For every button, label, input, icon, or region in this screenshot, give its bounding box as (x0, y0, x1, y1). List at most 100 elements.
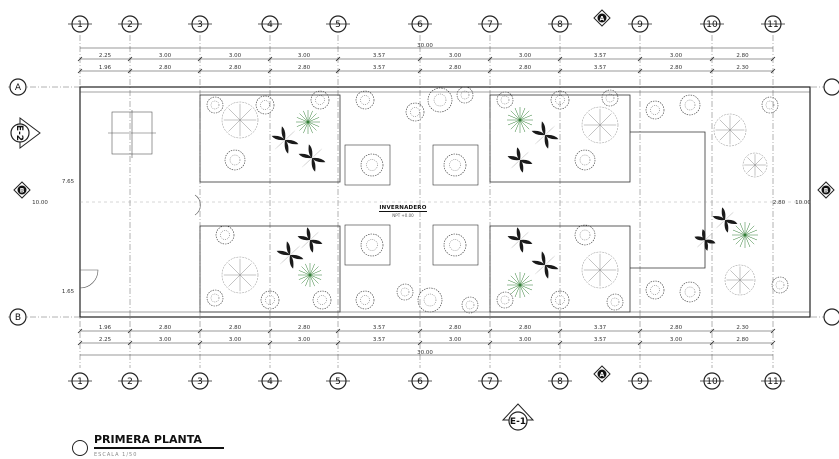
palm-leaf (310, 231, 320, 240)
shrub-core (650, 105, 660, 115)
shrub-core (684, 286, 696, 298)
plant-symbol (443, 233, 467, 257)
palm-leaf (721, 207, 726, 220)
shrub-outline (456, 86, 474, 104)
shrub-stroke (519, 284, 530, 295)
tree-canopy (724, 264, 756, 296)
palm-leaf (312, 148, 323, 158)
shrub-core (366, 239, 378, 251)
shrub-stroke (744, 229, 758, 236)
shrub-stroke (299, 121, 309, 131)
plant-symbol (713, 113, 747, 147)
palm-leaf (271, 135, 285, 141)
shrub-stroke (309, 263, 315, 276)
shrub-stroke (305, 274, 311, 287)
palm-leaf (312, 157, 326, 163)
dim-top-inner-tick (335, 68, 341, 74)
plant-symbol (742, 152, 768, 178)
shrub-stroke (298, 270, 311, 276)
shrub-outline (427, 87, 453, 113)
dim-left-outer: 10.00 (32, 200, 48, 206)
shrub-outline (215, 225, 235, 245)
plant-symbol (679, 94, 701, 116)
dim-bottom-inner-label: 1.96 (99, 325, 112, 331)
grid-label-2: 2 (127, 20, 133, 30)
shrub-outline (771, 276, 789, 294)
plant-symbol (297, 227, 323, 253)
plant-symbol (221, 256, 259, 294)
palm-leaf (519, 160, 524, 173)
shrub-core (460, 90, 470, 100)
shrub-stroke (514, 119, 521, 133)
tree-branch (719, 119, 731, 131)
dim-left-inner: 7.65 (62, 179, 75, 185)
grid-label-1: 1 (77, 20, 83, 30)
dim-top-outer-label: 3.00 (229, 53, 242, 59)
room-level: NPT +0.00 (392, 213, 414, 218)
dim-bottom-outer-label: 3.00 (449, 337, 462, 343)
shrub-outline (255, 95, 275, 115)
dim-top-inner-tick (127, 68, 133, 74)
dim-bottom-outer-label: 3.00 (519, 337, 532, 343)
drawing-title: PRIMERA PLANTA (94, 433, 202, 446)
section-E1-bubble (508, 411, 528, 431)
elevation-marker-dot (597, 13, 607, 23)
tree-branch (228, 119, 241, 132)
palm-leaf (311, 158, 316, 172)
tree-branch (719, 129, 731, 141)
shrub-stroke (519, 275, 530, 286)
plant-symbol (761, 96, 779, 114)
shrub-core (265, 295, 275, 305)
dim-top-outer-tick (709, 56, 715, 62)
dim-top-outer-tick (127, 56, 133, 62)
dim-bottom-inner-tick (709, 328, 715, 334)
dim-bottom-inner-tick (487, 328, 493, 334)
dim-bottom-inner-tick (557, 328, 563, 334)
shrub-stroke (510, 284, 521, 295)
plant-symbol (601, 89, 619, 107)
tree-canopy (742, 152, 768, 178)
dim-top-inner-label: 3.57 (373, 65, 386, 71)
dim-left-small: 1.65 (62, 289, 75, 295)
shrub-core (260, 100, 270, 110)
dim-bottom-outer-tick (770, 340, 776, 346)
palm-leaf (289, 255, 294, 269)
palm-leaf (507, 155, 520, 161)
dim-bottom-inner-tick (770, 328, 776, 334)
dim-top-inner-label: 2.30 (736, 65, 749, 71)
grid-row-bubble-B (9, 308, 27, 326)
plant-symbol (574, 224, 596, 246)
dim-bottom-outer-label: 3.57 (373, 337, 386, 343)
shrub-core (210, 293, 220, 303)
shrub-core (317, 295, 327, 305)
shrub-core (500, 295, 510, 305)
dim-top-outer-tick (557, 56, 563, 62)
tree-branch (599, 124, 612, 137)
shrub-stroke (307, 121, 317, 131)
palm-leaf (531, 130, 545, 136)
shrub-core (449, 159, 461, 171)
dim-bottom-inner-label: 2.80 (449, 325, 462, 331)
shrub-stroke (519, 284, 526, 298)
tree-branch (239, 263, 252, 276)
plant-symbol (531, 251, 559, 279)
plant-symbol (206, 96, 224, 114)
grid-label-5: 5 (335, 377, 341, 387)
palm-leaf (286, 241, 291, 255)
tree-branch (588, 113, 601, 126)
shrub-stroke (519, 107, 526, 121)
palm-leaf (725, 219, 738, 225)
grid-label-3: 3 (197, 377, 203, 387)
plant-symbol (645, 280, 665, 300)
tree-branch (228, 108, 241, 121)
shrub-stroke (301, 274, 311, 284)
shrub-core (650, 285, 660, 295)
palm-leaf (310, 239, 323, 245)
plant-symbol (224, 149, 246, 171)
palm-leaf (276, 250, 290, 256)
shrub-stroke (309, 266, 319, 276)
dim-bottom-inner-tick (77, 328, 83, 334)
tree-branch (588, 269, 601, 282)
shrub-stroke (305, 263, 311, 276)
shrub-stroke (296, 117, 309, 123)
